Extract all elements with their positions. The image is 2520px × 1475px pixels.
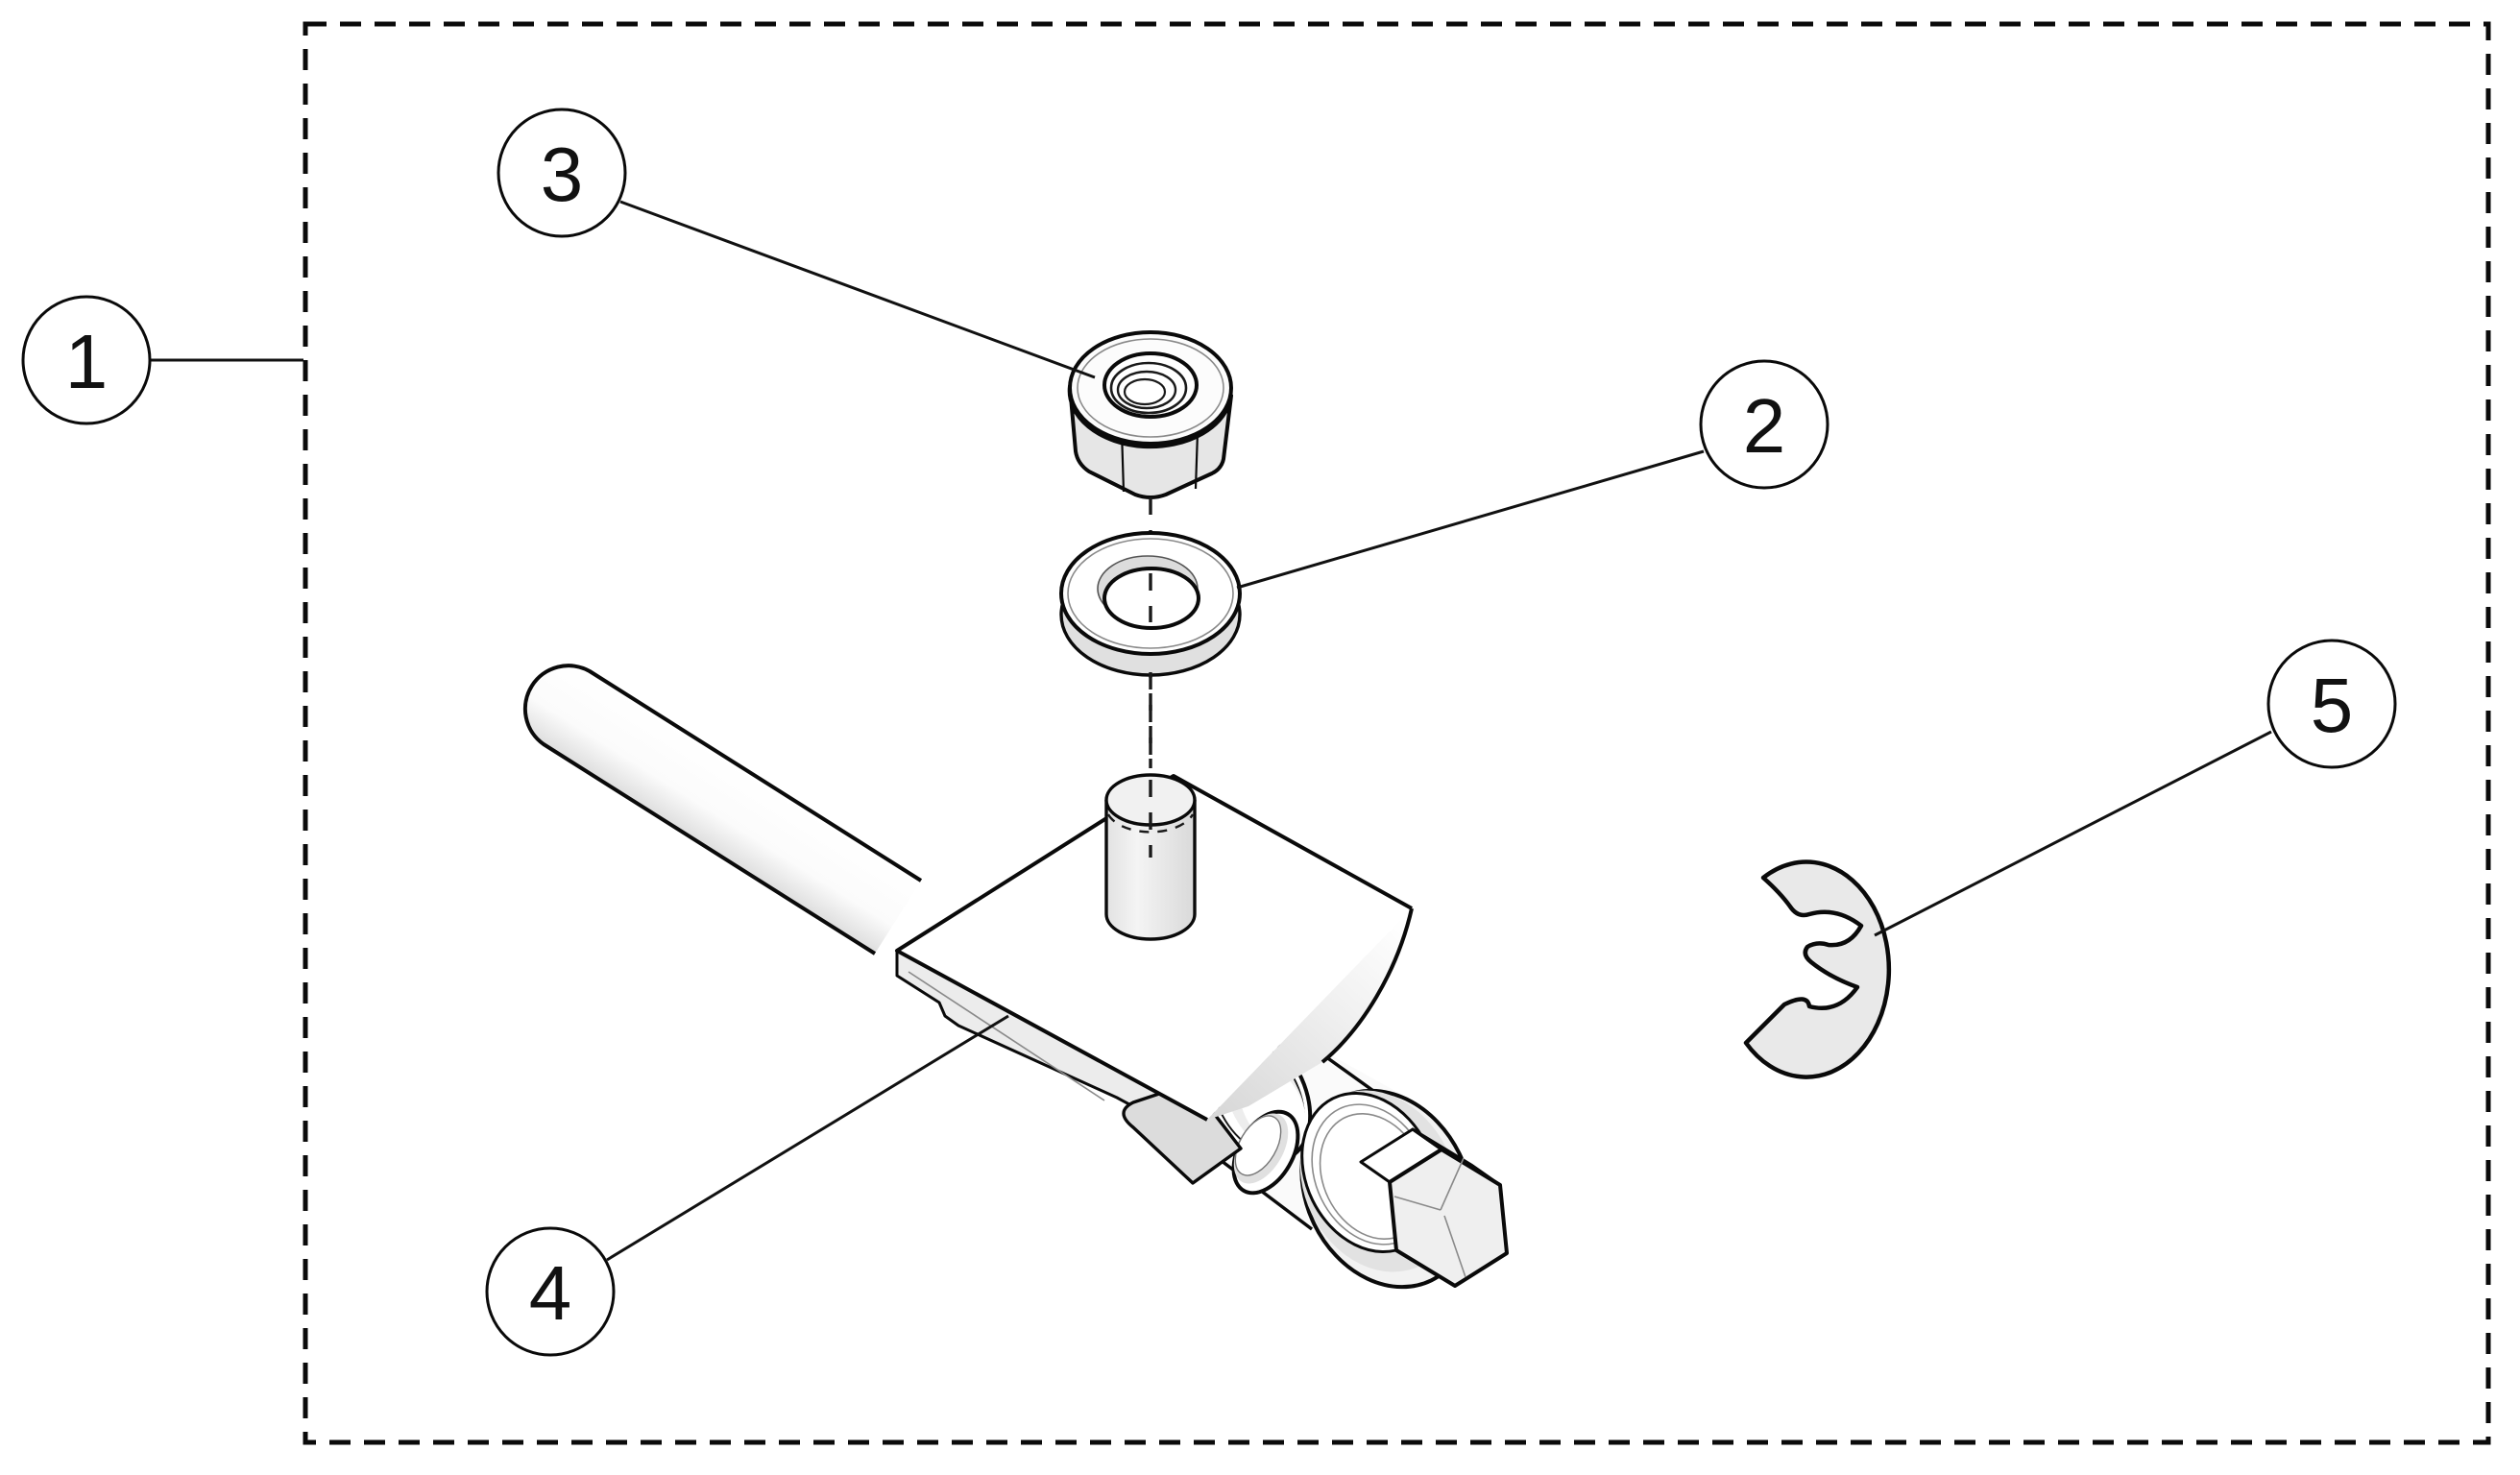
callout-1-marker[interactable]: 1: [21, 295, 152, 425]
plate-lip-seam: [908, 971, 1105, 1101]
lever-rod-fill: [524, 665, 921, 954]
callout-4-number: 4: [529, 1250, 572, 1336]
e-clip-body: [1743, 859, 1892, 1079]
leader-line-3: [619, 200, 1096, 379]
callout-3-number: 3: [541, 132, 584, 217]
callout-1-number: 1: [65, 319, 109, 404]
stud-body: [1104, 800, 1197, 941]
assembly-boundary-box: [303, 21, 2491, 1445]
lever-rod-outline: [522, 664, 923, 955]
e-clip-highlight: [1754, 894, 1775, 982]
plate-top-face: [897, 776, 1412, 1120]
leader-line-2: [1236, 449, 1705, 590]
callout-4-circle: [485, 1226, 616, 1357]
bent-ear: [1122, 1081, 1243, 1185]
hex-nut[interactable]: [1067, 330, 1233, 499]
callout-2-circle: [1699, 359, 1829, 490]
hex-bolt-chamfer: [1393, 1196, 1442, 1211]
hex-nut-thread: [1116, 370, 1177, 410]
callout-2-number: 2: [1743, 383, 1786, 469]
hex-bolt-chamfer: [1443, 1215, 1466, 1278]
callout-1-circle: [21, 295, 152, 425]
flat-washer[interactable]: [1059, 531, 1242, 677]
callout-4-marker[interactable]: 4: [485, 1226, 616, 1357]
leader-line-5: [1874, 730, 2272, 937]
leader-line-4: [606, 1014, 1009, 1262]
callout-3-marker[interactable]: 3: [497, 108, 627, 238]
plate-edges: [895, 774, 1413, 1122]
washer-hole: [1102, 567, 1200, 630]
callout-3-circle: [497, 108, 627, 238]
hex-nut-thread: [1109, 361, 1188, 415]
hex-nut-facet-edge: [1194, 431, 1199, 490]
callout-5-marker[interactable]: 5: [2266, 639, 2397, 769]
callout-5-number: 5: [2311, 663, 2354, 748]
plate-bend-face: [1207, 908, 1412, 1120]
hex-bolt-face: [1388, 1148, 1509, 1288]
boss-slot-through: [1234, 1115, 1282, 1176]
hex-nut-chamfer: [1077, 338, 1224, 438]
hex-bolt-chamfer: [1440, 1157, 1465, 1211]
bracket-lever-assembly[interactable]: [522, 664, 1509, 1316]
callout-2-marker[interactable]: 2: [1699, 359, 1829, 490]
e-clip[interactable]: [1743, 859, 1892, 1079]
hex-nut-thread: [1123, 377, 1167, 406]
plate-right-fold-edge: [1321, 907, 1414, 1064]
callout-5-circle: [2266, 639, 2397, 769]
washer-chamfer: [1067, 538, 1234, 649]
